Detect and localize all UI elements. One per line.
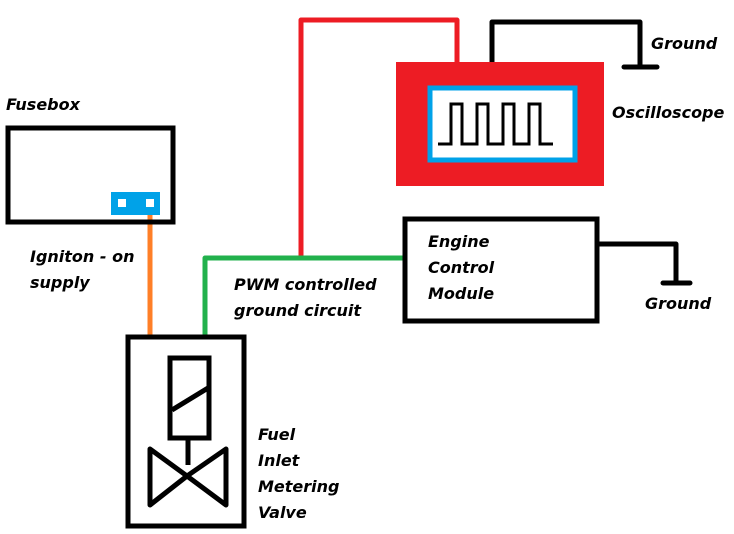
ignition-supply-label-line2: supply <box>30 273 90 292</box>
square-wave-trace <box>438 102 553 146</box>
pwm-label-line2: ground circuit <box>234 301 362 320</box>
ignition-supply-label-line1: Igniton - on <box>30 247 134 266</box>
ecm-label-line3: Module <box>428 284 494 303</box>
fuel-inlet-metering-valve <box>125 334 247 529</box>
valve-label-line2: Inlet <box>258 451 301 470</box>
pwm-label-line1: PWM controlled <box>234 275 377 294</box>
scope-probe-wire <box>298 17 460 259</box>
fusebox <box>5 125 176 225</box>
oscilloscope <box>396 62 604 186</box>
solenoid-diagonal <box>170 385 210 413</box>
valve-body-icon <box>147 446 229 508</box>
ecm-label-line1: Engine <box>428 232 490 251</box>
engine-control-module <box>402 216 600 324</box>
ecm-label-line2: Control <box>428 258 495 277</box>
oscilloscope-label: Oscilloscope <box>612 103 725 122</box>
scope-ground-wire <box>489 19 643 66</box>
fuse-pin-right <box>146 199 154 207</box>
ground-label-ecm: Ground <box>645 294 712 313</box>
valve-label-line3: Metering <box>258 477 340 496</box>
fusebox-label: Fusebox <box>6 95 81 114</box>
ground-label-oscilloscope: Ground <box>651 34 718 53</box>
ecm-ground-wire <box>598 241 679 282</box>
fuse-connector <box>111 192 160 215</box>
pwm-ground-wire <box>202 255 405 336</box>
fuse-pin-left <box>118 199 126 207</box>
fusebox-outline <box>5 125 176 225</box>
valve-label-line4: Valve <box>258 503 307 522</box>
valve-label-line1: Fuel <box>258 425 296 444</box>
valve-housing <box>125 334 247 529</box>
